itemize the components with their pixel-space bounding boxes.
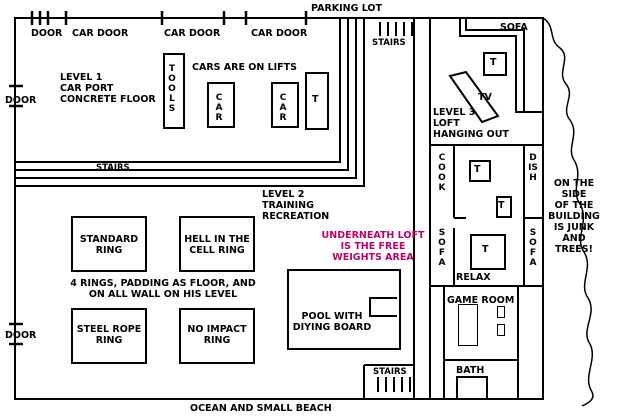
t-box-lifts <box>305 72 329 130</box>
door-top-label: DOOR <box>31 28 63 39</box>
junk-area-edge <box>542 17 594 407</box>
ring-noimpact-label: NO IMPACT RING <box>187 324 247 346</box>
free-weights-label: UNDERNEATH LOFT IS THE FREE WEIGHTS AREA <box>321 230 425 263</box>
dish-label: DISH <box>528 153 538 183</box>
bath-tub <box>456 376 488 400</box>
ocean-label: OCEAN AND SMALL BEACH <box>190 403 332 414</box>
t-cook-label: T <box>474 164 481 175</box>
sofa-top-shape <box>459 18 543 113</box>
tv-label: TV <box>478 92 492 103</box>
car-1-label: CAR <box>215 93 223 123</box>
stairs-left-label: STAIRS <box>96 163 130 173</box>
game-table <box>458 304 478 346</box>
stairs-bottom-treads <box>363 364 414 399</box>
ring-standard-box <box>71 216 147 272</box>
top-wall-ticks <box>30 11 308 25</box>
cars-on-lifts-label: CARS ARE ON LIFTS <box>192 62 297 73</box>
ring-steel-box <box>71 308 147 364</box>
ring-standard-label: STANDARD RING <box>79 234 139 256</box>
car-1-lift <box>207 82 235 128</box>
cook-label: COOK <box>438 153 446 193</box>
junk-label: ON THE SIDE OF THE BUILDING IS JUNK AND … <box>548 178 600 255</box>
loft-walls <box>430 144 543 399</box>
level3-label: LEVEL 3 LOFT HANGING OUT <box>433 107 509 140</box>
tv-stand <box>448 70 500 124</box>
t-dish-label: T <box>498 200 505 211</box>
level2-label: LEVEL 2 TRAINING RECREATION <box>262 189 330 222</box>
sofa-top-label: SOFA <box>500 22 528 33</box>
game-room-label: GAME ROOM <box>447 295 515 306</box>
stairs-top-treads <box>379 22 413 36</box>
car-2-label: CAR <box>279 93 287 123</box>
level1-boundary <box>15 18 365 187</box>
left-wall-ticks <box>9 84 23 346</box>
bath-label: BATH <box>456 365 485 376</box>
t-box-cook <box>469 160 491 182</box>
rings-note-label: 4 RINGS, PADDING AS FLOOR, AND ON ALL WA… <box>70 278 256 300</box>
stairs-top-label: STAIRS <box>372 38 406 48</box>
car-door-2-label: CAR DOOR <box>164 28 221 39</box>
t-relax-label: T <box>482 244 489 255</box>
diving-board <box>369 297 397 317</box>
door-left-1-label: DOOR <box>5 95 37 106</box>
car-2-lift <box>271 82 299 128</box>
ring-steel-label: STEEL ROPE RING <box>76 324 142 346</box>
t-box-top <box>483 52 507 76</box>
parking-lot-label: PARKING LOT <box>311 3 382 14</box>
level1-label: LEVEL 1 CAR PORT CONCRETE FLOOR <box>60 72 156 105</box>
t-box-relax <box>470 234 506 270</box>
walkway-lines <box>413 18 431 399</box>
tools-box <box>163 53 185 129</box>
building-outline <box>14 17 544 400</box>
t-lift-label: T <box>312 94 319 105</box>
ring-noimpact-box <box>179 308 255 364</box>
pool-box <box>287 269 401 350</box>
relax-label: RELAX <box>456 272 491 283</box>
t-box-dish <box>496 196 512 218</box>
car-door-1-label: CAR DOOR <box>72 28 129 39</box>
ring-hell-label: HELL IN THE CELL RING <box>184 234 250 256</box>
sofa-right-label: SOFA <box>529 228 537 268</box>
stairs-bottom-label: STAIRS <box>373 367 407 377</box>
game-item-1 <box>497 306 505 318</box>
sofa-left-label: SOFA <box>438 228 446 268</box>
tools-label: TOOLS <box>168 64 176 114</box>
t-top-label: T <box>490 57 497 68</box>
door-left-2-label: DOOR <box>5 330 37 341</box>
game-item-2 <box>497 324 505 336</box>
ring-hell-box <box>179 216 255 272</box>
car-door-3-label: CAR DOOR <box>251 28 308 39</box>
pool-label: POOL WITH DIYING BOARD <box>292 311 372 333</box>
